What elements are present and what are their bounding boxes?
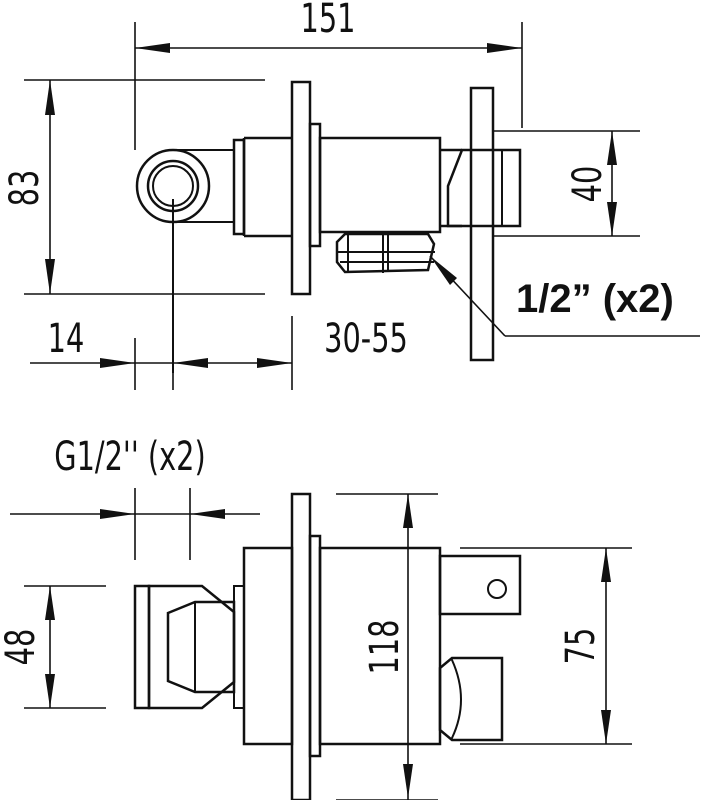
valve-body-side xyxy=(242,492,442,800)
dim-label-83: 83 xyxy=(2,170,48,207)
dimension-83: 83 xyxy=(2,79,265,295)
callout-label-connection: 1/2” (x2) xyxy=(516,277,674,321)
pipe-ring xyxy=(135,148,235,373)
dim-label-48: 48 xyxy=(0,629,44,666)
dim-label-40: 40 xyxy=(565,166,611,203)
dimension-14-and-30-55: 14 30-55 xyxy=(30,316,408,390)
dimension-151: 151 xyxy=(134,0,523,150)
top-view: 151 83 xyxy=(2,0,700,390)
callout-connection: 1/2” (x2) xyxy=(429,255,700,337)
dim-label-75: 75 xyxy=(558,628,604,665)
dimension-118: 118 xyxy=(336,493,438,800)
dimension-75: 75 xyxy=(460,547,632,745)
dimension-40: 40 xyxy=(492,130,640,237)
bottom-view: G1/2'' (x2) 48 xyxy=(0,434,632,800)
outlet-nut xyxy=(335,232,436,274)
dim-label-14: 14 xyxy=(48,316,85,362)
inlet-connector xyxy=(133,584,245,710)
dim-label-118: 118 xyxy=(362,620,408,675)
thread-label: G1/2'' (x2) xyxy=(54,434,205,480)
dimension-thread xyxy=(10,488,260,560)
handle-blocks xyxy=(438,554,522,742)
dim-label-151: 151 xyxy=(301,0,356,42)
dimension-48: 48 xyxy=(0,585,106,709)
dim-label-30-55: 30-55 xyxy=(324,316,408,362)
lever-handle xyxy=(446,86,522,362)
